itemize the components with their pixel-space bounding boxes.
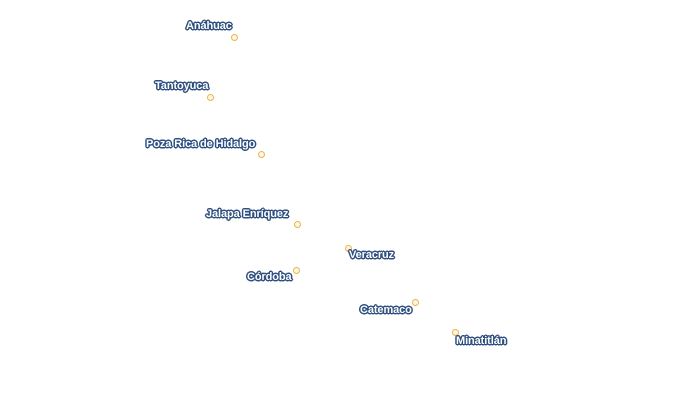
city-label-minatitlan: Minatitlán [456, 335, 507, 347]
city-label-poza-rica: Poza Rica de Hidalgo [146, 138, 256, 150]
city-label-cordoba: Córdoba [247, 271, 292, 283]
city-marker-minatitlan[interactable] [452, 329, 459, 336]
city-label-tantoyuca: Tantoyuca [155, 80, 209, 92]
city-label-veracruz: Veracruz [349, 249, 395, 261]
city-marker-tantoyuca[interactable] [207, 94, 214, 101]
city-marker-jalapa[interactable] [294, 221, 301, 228]
city-label-jalapa: Jalapa Enríquez [206, 208, 289, 220]
city-label-catemaco: Catemaco [360, 304, 412, 316]
city-marker-poza-rica[interactable] [258, 151, 265, 158]
city-marker-catemaco[interactable] [412, 299, 419, 306]
city-marker-veracruz[interactable] [345, 245, 352, 252]
city-label-anahuac: Anáhuac [186, 20, 232, 32]
city-marker-cordoba[interactable] [293, 267, 300, 274]
city-marker-anahuac[interactable] [231, 34, 238, 41]
